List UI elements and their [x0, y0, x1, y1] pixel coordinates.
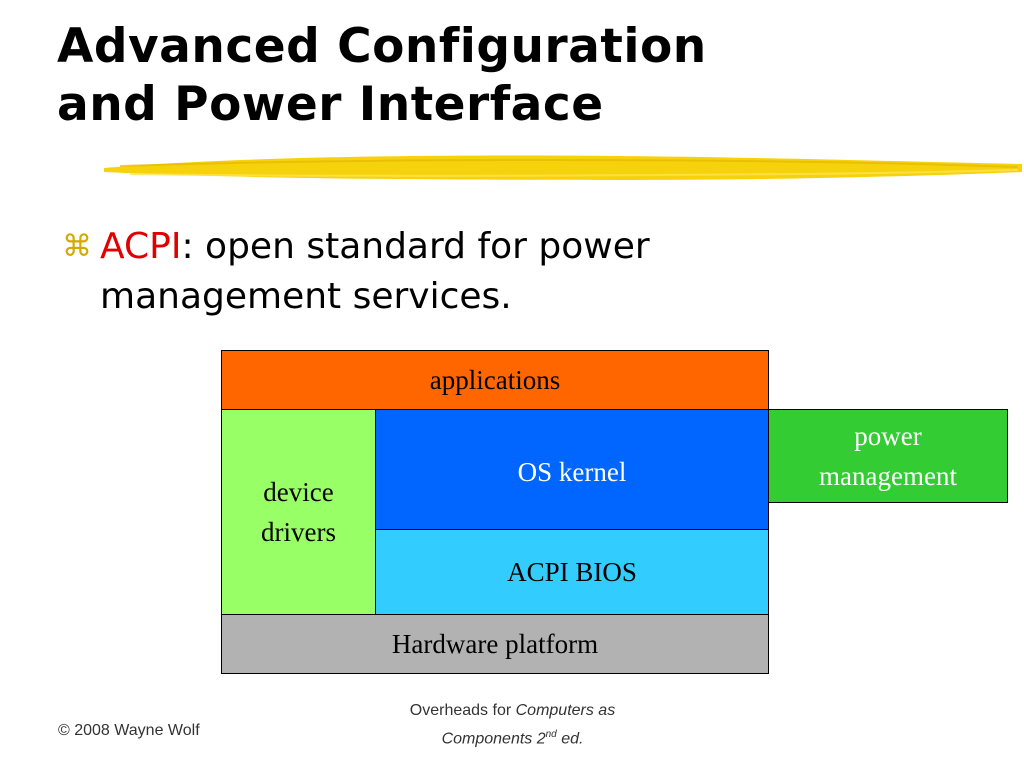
device-drivers-label-line2: drivers [261, 517, 336, 547]
device-drivers-layer: device drivers [221, 409, 376, 615]
slide-title-line2: and Power Interface [57, 77, 604, 132]
acpi-term: ACPI [100, 226, 182, 267]
bullet-acpi: ⌘ACPI: open standard for power managemen… [62, 222, 762, 322]
slide-title-line1: Advanced Configuration [57, 19, 707, 74]
footer-overheads-line2: Components 2nd ed. [340, 723, 685, 751]
title-underline-brush [104, 155, 1022, 180]
os-kernel-label: OS kernel [517, 457, 627, 487]
power-management-box: power management [768, 409, 1008, 503]
footer-book-title-part2: Components 2 [441, 730, 546, 748]
footer-book-title-part1: Computers as [515, 702, 616, 719]
device-drivers-label-line1: device [263, 477, 334, 507]
command-key-bullet-icon: ⌘ [62, 229, 92, 264]
bullet-line-2: management services. [100, 276, 512, 317]
bullet-line-1: ⌘ACPI: open standard for power [62, 222, 762, 272]
footer-overheads-prefix: Overheads for [409, 702, 516, 719]
hardware-platform-label: Hardware platform [391, 629, 599, 659]
applications-layer: applications [221, 350, 769, 410]
applications-label: applications [429, 365, 561, 395]
bullet-text-line1: : open standard for power [181, 226, 650, 267]
slide-title: Advanced Configuration and Power Interfa… [57, 18, 707, 134]
os-kernel-layer: OS kernel [375, 409, 769, 530]
footer-edition-suffix: ed. [556, 730, 584, 748]
footer-overheads: Overheads for Computers as Components 2n… [340, 699, 685, 751]
hardware-platform-layer: Hardware platform [221, 614, 769, 674]
acpi-bios-layer: ACPI BIOS [375, 529, 769, 615]
acpi-bios-label: ACPI BIOS [507, 557, 637, 587]
footer-edition-superscript: nd [545, 729, 557, 740]
footer-copyright: © 2008 Wayne Wolf [58, 722, 200, 739]
footer-overheads-line1: Overheads for Computers as [340, 699, 685, 723]
power-management-label-line1: power [854, 421, 922, 451]
power-management-label-line2: management [819, 461, 957, 491]
